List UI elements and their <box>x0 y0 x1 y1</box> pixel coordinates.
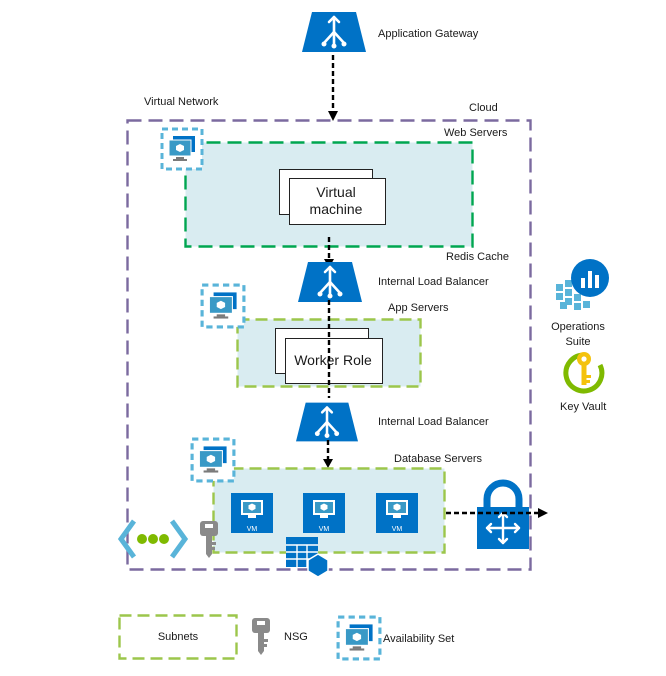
app-to-lb-connector <box>327 300 331 398</box>
application-gateway-label: Application Gateway <box>378 28 479 40</box>
web-servers-label: Web Servers <box>444 127 508 139</box>
availability-set-icon <box>200 283 246 329</box>
virtual-machine-label: Virtual machine <box>309 184 363 217</box>
availability-set-icon <box>190 437 236 483</box>
legend-subnet-swatch <box>118 614 238 660</box>
worker-role-label: Worker Role <box>294 351 372 368</box>
virtual-network-label: Virtual Network <box>144 96 219 108</box>
vm-label-1: VM <box>246 526 258 533</box>
virtual-machine-card <box>289 178 386 225</box>
internal-load-balancer-label-1: Internal Load Balancer <box>378 276 489 288</box>
operations-suite-icon <box>556 259 609 310</box>
redis-cache-label: Redis Cache <box>446 251 509 263</box>
legend-nsg-label: NSG <box>284 631 308 643</box>
application-gateway-icon <box>302 12 366 52</box>
vpn-outbound-arrow <box>446 508 548 518</box>
nsg-key-icon <box>200 521 218 558</box>
legend-subnets-label: Subnets <box>157 631 199 643</box>
key-vault-label: Key Vault <box>560 401 607 413</box>
lb-to-db-connector <box>323 440 333 468</box>
gateway-connector-arrow <box>328 55 338 121</box>
load-balancer-icon <box>296 402 358 442</box>
legend-availability-set-label: Availability Set <box>383 633 455 645</box>
load-balancer-icon <box>298 262 362 302</box>
availability-set-icon <box>160 127 204 171</box>
operations-suite-label: Operations Suite <box>551 321 605 348</box>
virtual-network-icon <box>117 519 189 559</box>
internal-load-balancer-label-2: Internal Load Balancer <box>378 416 489 428</box>
key-vault-icon <box>563 352 605 394</box>
vm-label-2: VM <box>318 526 330 533</box>
legend-availability-set-icon <box>336 615 382 661</box>
cloud-label: Cloud <box>469 102 498 114</box>
legend-nsg-key-icon <box>252 618 270 655</box>
virtual-network-boundary <box>126 119 532 571</box>
sql-database-icon <box>286 537 329 578</box>
app-servers-label: App Servers <box>388 302 449 314</box>
worker-role-card <box>285 338 383 384</box>
vm-label-3: VM <box>391 526 403 533</box>
database-servers-label: Database Servers <box>394 453 483 465</box>
